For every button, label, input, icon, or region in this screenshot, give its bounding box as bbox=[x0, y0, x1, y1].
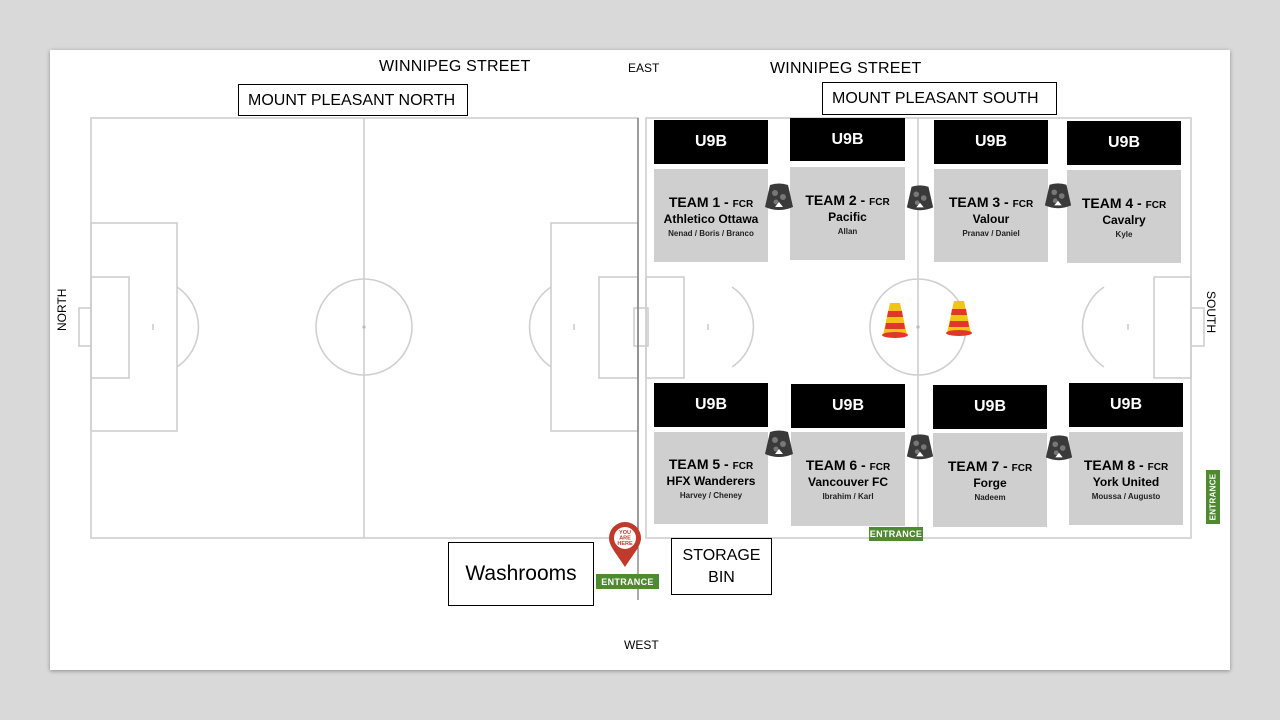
field-label-north: MOUNT PLEASANT NORTH bbox=[238, 84, 468, 116]
north-field-right-arc bbox=[528, 286, 552, 368]
team-6-card: TEAM 6 - FCR Vancouver FC Ibrahim / Karl bbox=[791, 432, 905, 526]
team-7-coaches: Nadeem bbox=[974, 493, 1006, 502]
north-field-right-goal-box bbox=[598, 276, 639, 379]
north-field-left-goal-box bbox=[90, 276, 130, 379]
team-8-card: TEAM 8 - FCR York United Moussa / August… bbox=[1069, 432, 1183, 525]
north-field-left-penalty-box bbox=[90, 222, 178, 432]
team-4-club: Cavalry bbox=[1102, 212, 1146, 227]
entrance-main: ENTRANCE bbox=[596, 574, 659, 589]
ball-bag-icon bbox=[906, 434, 934, 460]
marker-line-2: ARE bbox=[619, 536, 631, 542]
ball-bag-icon bbox=[765, 430, 793, 457]
team-8-title: TEAM 8 - bbox=[1083, 456, 1148, 473]
storage-bin-box: STORAGE BIN bbox=[671, 538, 772, 595]
ball-bag-icon bbox=[1045, 435, 1073, 461]
team-6-coaches: Ibrahim / Karl bbox=[822, 492, 874, 501]
team-6-suffix: FCR bbox=[869, 462, 891, 473]
team-4-title: TEAM 4 - bbox=[1081, 194, 1146, 211]
team-2-coaches: Allan bbox=[837, 226, 858, 236]
cone-stack-icon bbox=[946, 301, 972, 336]
team-3-club: Valour bbox=[972, 211, 1010, 226]
washrooms-box: Washrooms bbox=[448, 542, 594, 606]
team-5-title: TEAM 5 - bbox=[668, 456, 733, 472]
team-3-suffix: FCR bbox=[1012, 198, 1034, 210]
team-8-badge: U9B bbox=[1069, 383, 1183, 427]
south-field-right-goal-box bbox=[1153, 276, 1192, 379]
team-7-title: TEAM 7 - bbox=[947, 458, 1012, 474]
team-1-club: Athletico Ottawa bbox=[663, 211, 759, 226]
compass-west: WEST bbox=[624, 638, 659, 652]
ball-bag-icon bbox=[765, 183, 793, 210]
entrance-side-label: ENTRANCE bbox=[1208, 473, 1218, 521]
team-4-suffix: FCR bbox=[1145, 199, 1167, 211]
team-5-badge: U9B bbox=[654, 383, 768, 427]
team-1-title: TEAM 1 - bbox=[668, 193, 733, 210]
team-7-club: Forge bbox=[973, 476, 1007, 490]
team-4-coaches: Kyle bbox=[1115, 229, 1133, 239]
north-field-center-circle bbox=[315, 278, 413, 376]
team-4-badge: U9B bbox=[1067, 121, 1181, 165]
team-8-club: York United bbox=[1092, 474, 1160, 489]
team-2-title: TEAM 2 - bbox=[805, 191, 870, 208]
storage-bin-label: STORAGE BIN bbox=[682, 546, 761, 586]
street-label-north: WINNIPEG STREET bbox=[379, 58, 531, 75]
team-4-card: TEAM 4 - FCR Cavalry Kyle bbox=[1067, 170, 1181, 263]
south-field-left-arc bbox=[731, 286, 755, 368]
team-2-badge: U9B bbox=[790, 118, 905, 161]
entrance-side: ENTRANCE bbox=[1206, 470, 1220, 524]
compass-east: EAST bbox=[628, 61, 660, 75]
cone-stack-icon bbox=[882, 303, 908, 338]
south-field-right-goal bbox=[1190, 307, 1205, 347]
team-1-suffix: FCR bbox=[732, 198, 754, 210]
team-2-club: Pacific bbox=[828, 209, 867, 224]
north-field-left-arc bbox=[176, 286, 200, 368]
team-1-coaches: Nenad / Boris / Branco bbox=[668, 228, 754, 238]
team-3-badge: U9B bbox=[934, 120, 1048, 164]
south-field-right-arc bbox=[1081, 286, 1105, 368]
ball-bag-icon bbox=[1044, 183, 1072, 209]
team-7-badge: U9B bbox=[933, 385, 1047, 429]
north-field-left-goal bbox=[78, 307, 92, 347]
washrooms-label: Washrooms bbox=[465, 562, 577, 585]
location-pin-icon: YOU ARE HERE bbox=[609, 522, 641, 567]
north-field-right-penalty-box bbox=[550, 222, 639, 432]
team-1-badge: U9B bbox=[654, 120, 768, 164]
compass-south: SOUTH bbox=[1204, 291, 1218, 333]
slide: WINNIPEG STREET WINNIPEG STREET EAST WES… bbox=[50, 50, 1230, 670]
team-6-title: TEAM 6 - bbox=[805, 457, 870, 473]
team-5-card: TEAM 5 - FCR HFX Wanderers Harvey / Chen… bbox=[654, 432, 768, 524]
team-7-suffix: FCR bbox=[1011, 463, 1033, 474]
team-1-card: TEAM 1 - FCR Athletico Ottawa Nenad / Bo… bbox=[654, 169, 768, 262]
team-5-club: HFX Wanderers bbox=[666, 474, 756, 488]
team-3-title: TEAM 3 - bbox=[948, 193, 1013, 210]
team-2-suffix: FCR bbox=[869, 196, 890, 208]
entrance-south-field: ENTRANCE bbox=[869, 527, 923, 541]
south-field-left-goal-box bbox=[645, 276, 685, 379]
street-label-south: WINNIPEG STREET bbox=[770, 60, 922, 77]
team-7-card: TEAM 7 - FCR Forge Nadeem bbox=[933, 433, 1047, 527]
compass-north: NORTH bbox=[55, 288, 69, 331]
team-8-coaches: Moussa / Augusto bbox=[1091, 491, 1161, 501]
team-3-card: TEAM 3 - FCR Valour Pranav / Daniel bbox=[934, 169, 1048, 262]
team-2-card: TEAM 2 - FCR Pacific Allan bbox=[790, 167, 905, 260]
north-field-right-goal bbox=[633, 307, 649, 347]
team-6-badge: U9B bbox=[791, 384, 905, 428]
team-8-suffix: FCR bbox=[1147, 461, 1169, 473]
marker-line-3: HERE bbox=[617, 541, 633, 547]
team-6-club: Vancouver FC bbox=[807, 475, 889, 489]
marker-line-1: YOU bbox=[619, 530, 631, 536]
field-label-south: MOUNT PLEASANT SOUTH bbox=[822, 82, 1057, 115]
team-5-coaches: Harvey / Cheney bbox=[679, 491, 743, 500]
team-5-suffix: FCR bbox=[732, 461, 754, 472]
ball-bag-icon bbox=[906, 185, 934, 211]
team-3-coaches: Pranav / Daniel bbox=[962, 228, 1020, 238]
